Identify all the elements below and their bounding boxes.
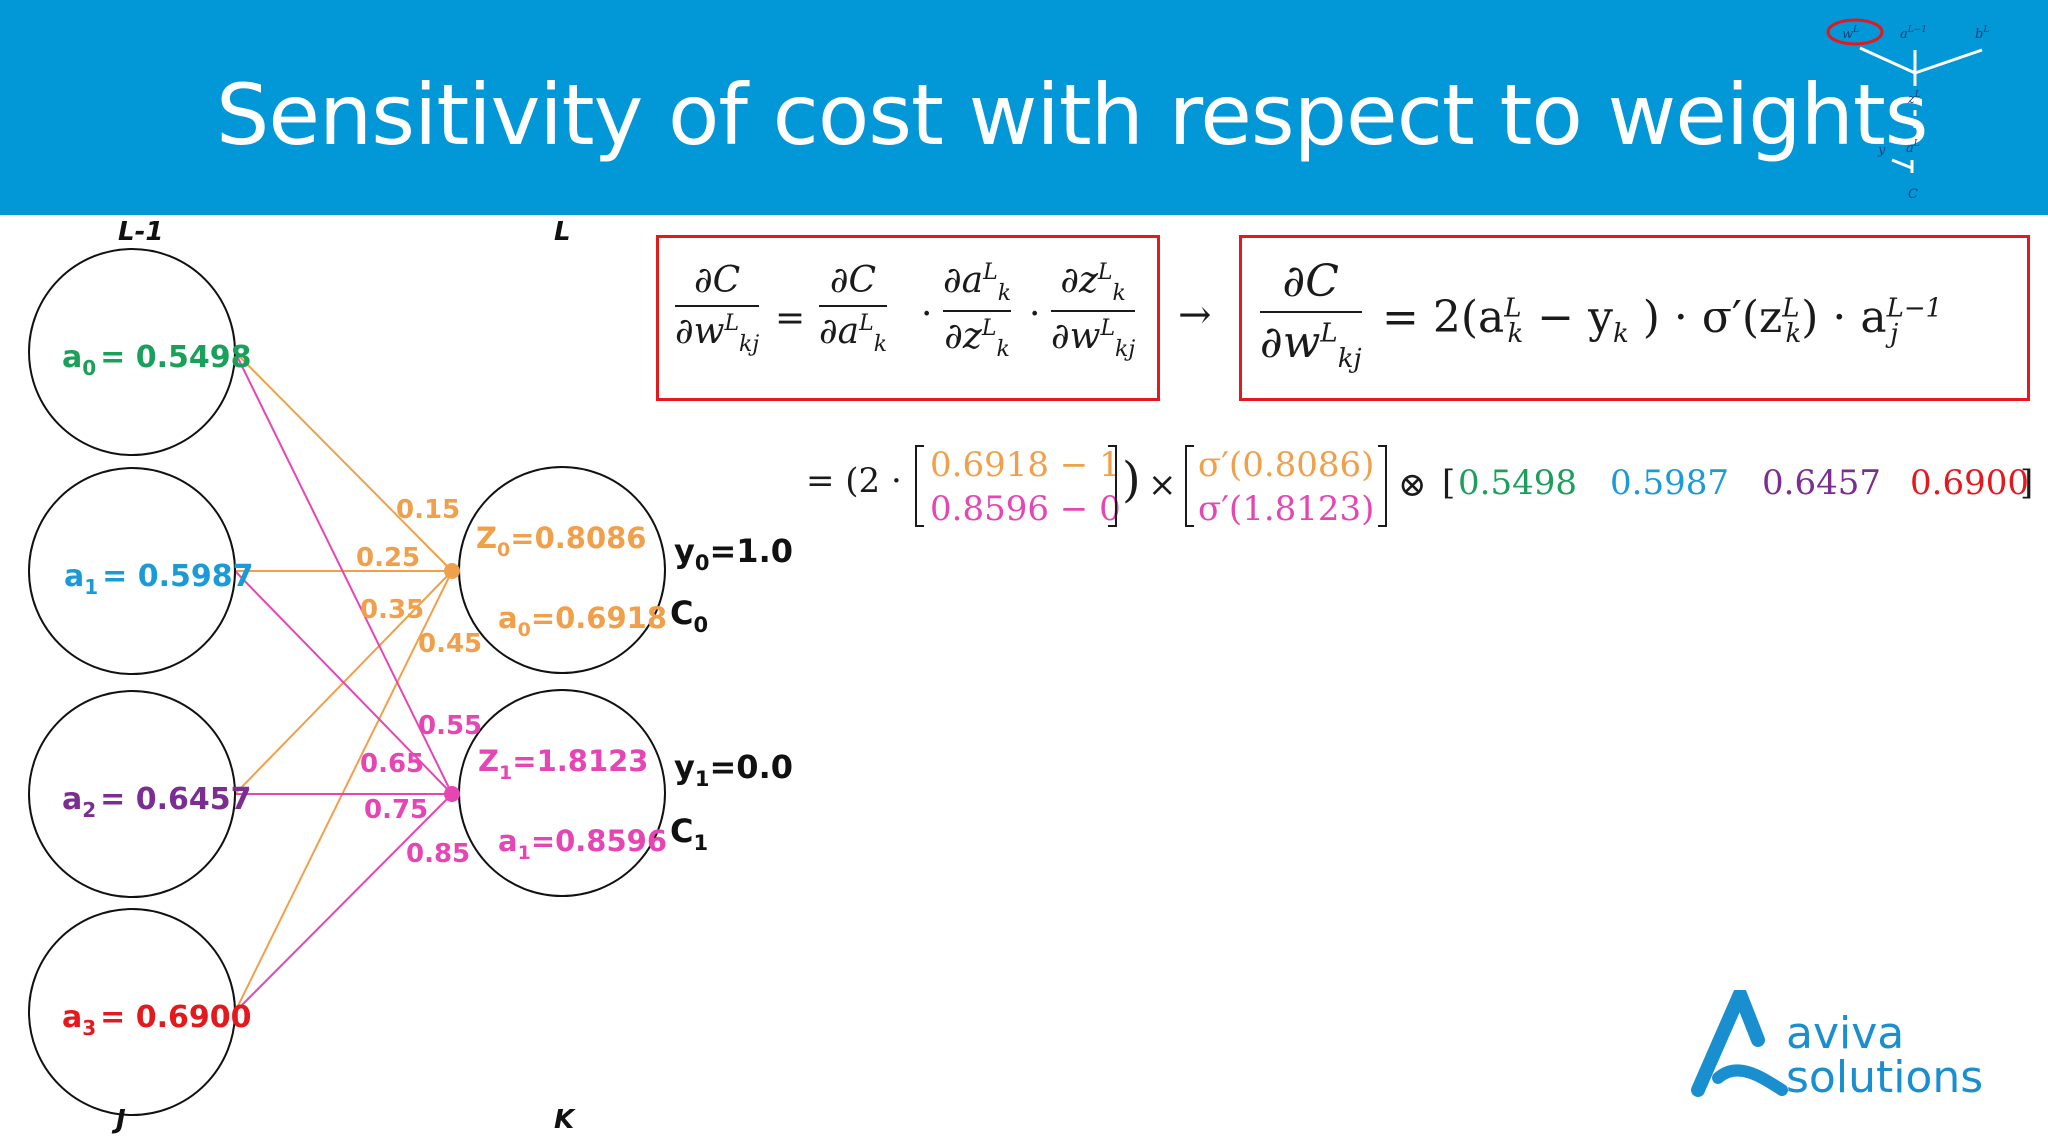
diff-top: 0.6918 − 1 [930,445,1121,485]
edge-junction-0 [444,563,460,579]
eval-prefix: = (2 · [806,461,902,501]
output-neuron-1 [458,689,666,897]
gradient-rhs: = 2(aLk − yk ) · σ′(zLk) · aL−1j [1382,292,1943,349]
activation-1: 0.5987 [1610,463,1729,503]
cost-c-1: C1 [670,812,708,855]
chain-rule-box: ∂C ∂wLkj = ∂C ∂aLk · ∂aLk ∂zLk · ∂zLk ∂w… [656,235,1160,401]
dot-2: · [1029,294,1041,335]
bracket-right-2 [1378,445,1387,527]
weight-edge-0-1 [234,351,453,795]
gradient-lhs: ∂C ∂wLkj [1260,256,1362,374]
input-neuron-1 [28,467,236,675]
logo-wordmark: aviva solutions [1786,1012,1983,1100]
logo-line-2: solutions [1786,1052,1984,1103]
output-a-1: a1=0.8596 [498,824,667,864]
sigma-top: σ′(0.8086) [1198,445,1374,485]
activation-3: 0.6900 [1910,463,2029,503]
term-dz-dw: ∂zLk ∂wLkj [1051,260,1136,363]
term-da-dz: ∂aLk ∂zLk [943,260,1012,363]
weight-label-1-1: 0.65 [360,749,424,779]
cost-c-0: C0 [670,594,708,637]
bracket-right-1 [1108,445,1117,527]
implies-arrow: → [1178,292,1212,338]
weight-label-2-0: 0.35 [360,595,424,625]
equals-sign: = [775,298,806,339]
weight-edge-3-0 [234,570,453,1013]
index-label-k: K [554,1105,576,1135]
input-neuron-2 [28,690,236,898]
weight-label-3-0: 0.45 [418,629,482,659]
activation-open-bracket: [ [1442,463,1455,503]
input-neuron-3 [28,908,236,1116]
mini-tree-edges [1859,46,1983,173]
network-nodes [28,248,666,1116]
target-y-1: y1=0.0 [674,748,793,791]
input-value-0: a0= 0.5498 [62,340,252,380]
numeric-evaluation: = (2 · 0.6918 − 1 0.8596 − 0 ) × σ′(0.80… [806,440,2046,549]
weight-edge-1-1 [234,570,453,795]
term-dc-da: ∂C ∂aLk [819,260,888,358]
output-z-0: Z0=0.8086 [476,521,646,561]
weight-label-2-1: 0.75 [364,795,428,825]
output-z-1: Z1=1.8123 [478,744,648,784]
slide-title: Sensitivity of cost with respect to weig… [216,66,1929,164]
computation-graph-icon: wL aL−1 bL zL y aL C [1826,18,1989,198]
weight-edge-0-0 [234,351,453,572]
evaluation-expression: = (2 · 0.6918 − 1 0.8596 − 0 ) × σ′(0.80… [806,445,2033,529]
weight-label-3-1: 0.85 [406,839,470,869]
outer-product-sign: ⊗ [1398,465,1427,505]
weight-label-0-0: 0.15 [396,495,460,525]
dot-1: · [921,294,933,335]
activation-2: 0.6457 [1762,463,1881,503]
diff-bottom: 0.8596 − 0 [930,489,1121,529]
output-a-0: a0=0.6918 [498,601,667,641]
times-sign: × [1148,465,1177,505]
weight-labels: 0.15 0.25 0.35 0.45 0.55 0.65 0.75 0.85 [356,495,482,869]
lhs-fraction: ∂C ∂wLkj [675,260,760,358]
mini-node-c: C [1908,187,1918,198]
input-value-2: a2= 0.6457 [62,782,252,822]
close-paren: ) [1122,452,1141,508]
input-value-3: a3= 0.6900 [62,1000,252,1040]
sigma-bottom: σ′(1.8123) [1198,489,1374,529]
weight-label-1-0: 0.25 [356,543,420,573]
gradient-formula-box: ∂C ∂wLkj = 2(aLk − yk ) · σ′(zLk) · aL−1… [1239,235,2030,401]
weight-label-0-1: 0.55 [418,711,482,741]
bracket-left-2 [1185,445,1194,527]
output-neuron-0 [458,466,666,674]
mini-node-y: y [1877,143,1886,158]
input-value-1: a1= 0.5987 [64,559,254,599]
index-label-j: J [111,1105,126,1135]
activation-0: 0.5498 [1458,463,1577,503]
highlight-ring [1826,18,1884,46]
input-neuron-0 [28,248,236,456]
title-banner: Sensitivity of cost with respect to weig… [0,0,2048,215]
aviva-logo-icon [1691,990,1788,1097]
target-y-0: y0=1.0 [674,532,793,575]
logo-line-1: aviva [1786,1008,1905,1059]
layer-label-current: L [554,217,571,247]
activation-close-bracket: ] [2020,463,2033,503]
layer-label-prev: L-1 [118,217,163,247]
weight-edge-3-1 [234,793,453,1013]
edge-junction-1 [444,786,460,802]
bracket-left-1 [915,445,924,527]
weight-edges [234,351,453,1013]
